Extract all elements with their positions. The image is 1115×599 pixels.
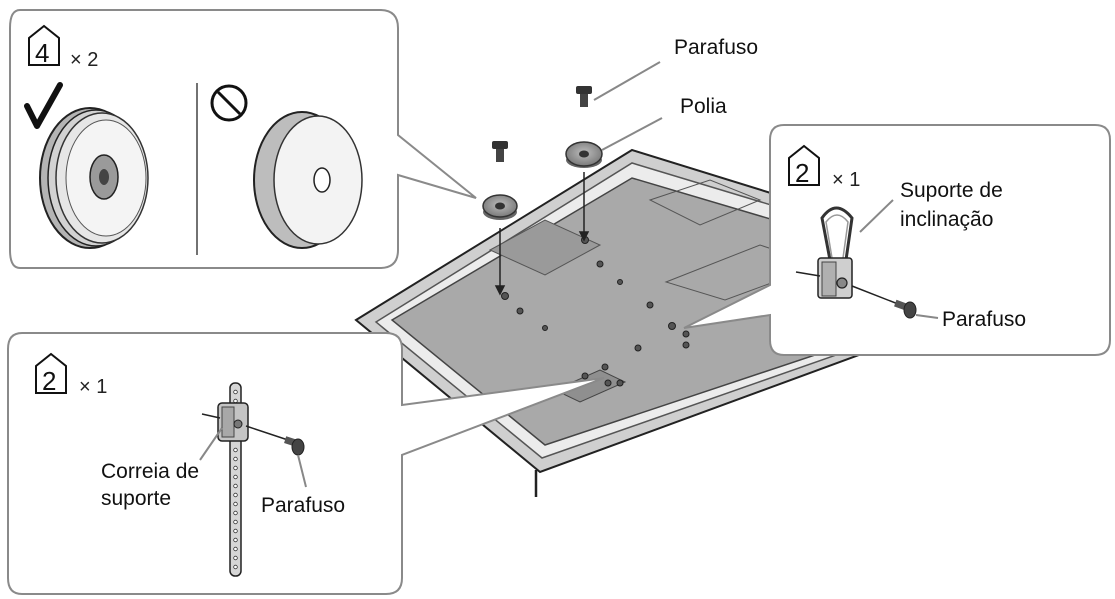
badge-number: 2 (42, 366, 56, 396)
callout-bottom-left: 2 × 1 Co (7, 332, 605, 595)
label-polia: Polia (680, 95, 727, 118)
leader-parafuso-right (915, 314, 939, 319)
house-badge-icon (35, 352, 67, 394)
label-correia-line1: Correia de (101, 460, 199, 483)
badge-number: 4 (35, 38, 49, 68)
label-parafuso-bottom: Parafuso (261, 494, 345, 517)
leader-polia (601, 117, 663, 151)
leader-correia (199, 427, 223, 461)
label-suporte-line1: Suporte de (900, 179, 1003, 202)
multiplier: × 2 (70, 49, 98, 71)
support-strap (201, 382, 249, 577)
house-badge-icon (788, 144, 820, 186)
screw-right (894, 299, 917, 319)
guide-lines (494, 172, 590, 296)
screw-top-right (576, 86, 592, 107)
house-badge-icon (28, 24, 60, 66)
leader-parafuso-bottom (297, 454, 307, 488)
screw-top-left (492, 141, 508, 162)
label-parafuso-top: Parafuso (674, 36, 758, 59)
label-parafuso-right: Parafuso (942, 308, 1026, 331)
callout-right: 2 × 1 Suporte de inclinação Parafuso (683, 124, 1111, 356)
leader-suporte (859, 199, 894, 233)
pulley-correct (39, 107, 149, 249)
badge-number: 2 (795, 158, 809, 188)
tilt-bracket (795, 206, 854, 299)
multiplier: × 1 (832, 169, 860, 191)
pulley-right (565, 141, 603, 168)
prohibited-icon (210, 84, 248, 122)
label-suporte-line2: inclinação (900, 208, 993, 231)
check-icon (24, 82, 63, 129)
leader-parafuso-top (593, 61, 661, 101)
callout-top-left: 4 × 2 (9, 9, 477, 269)
multiplier: × 1 (79, 376, 107, 398)
label-correia-line2: suporte (101, 487, 171, 510)
pulley-incorrect (253, 111, 363, 249)
pulley-left (482, 194, 518, 220)
